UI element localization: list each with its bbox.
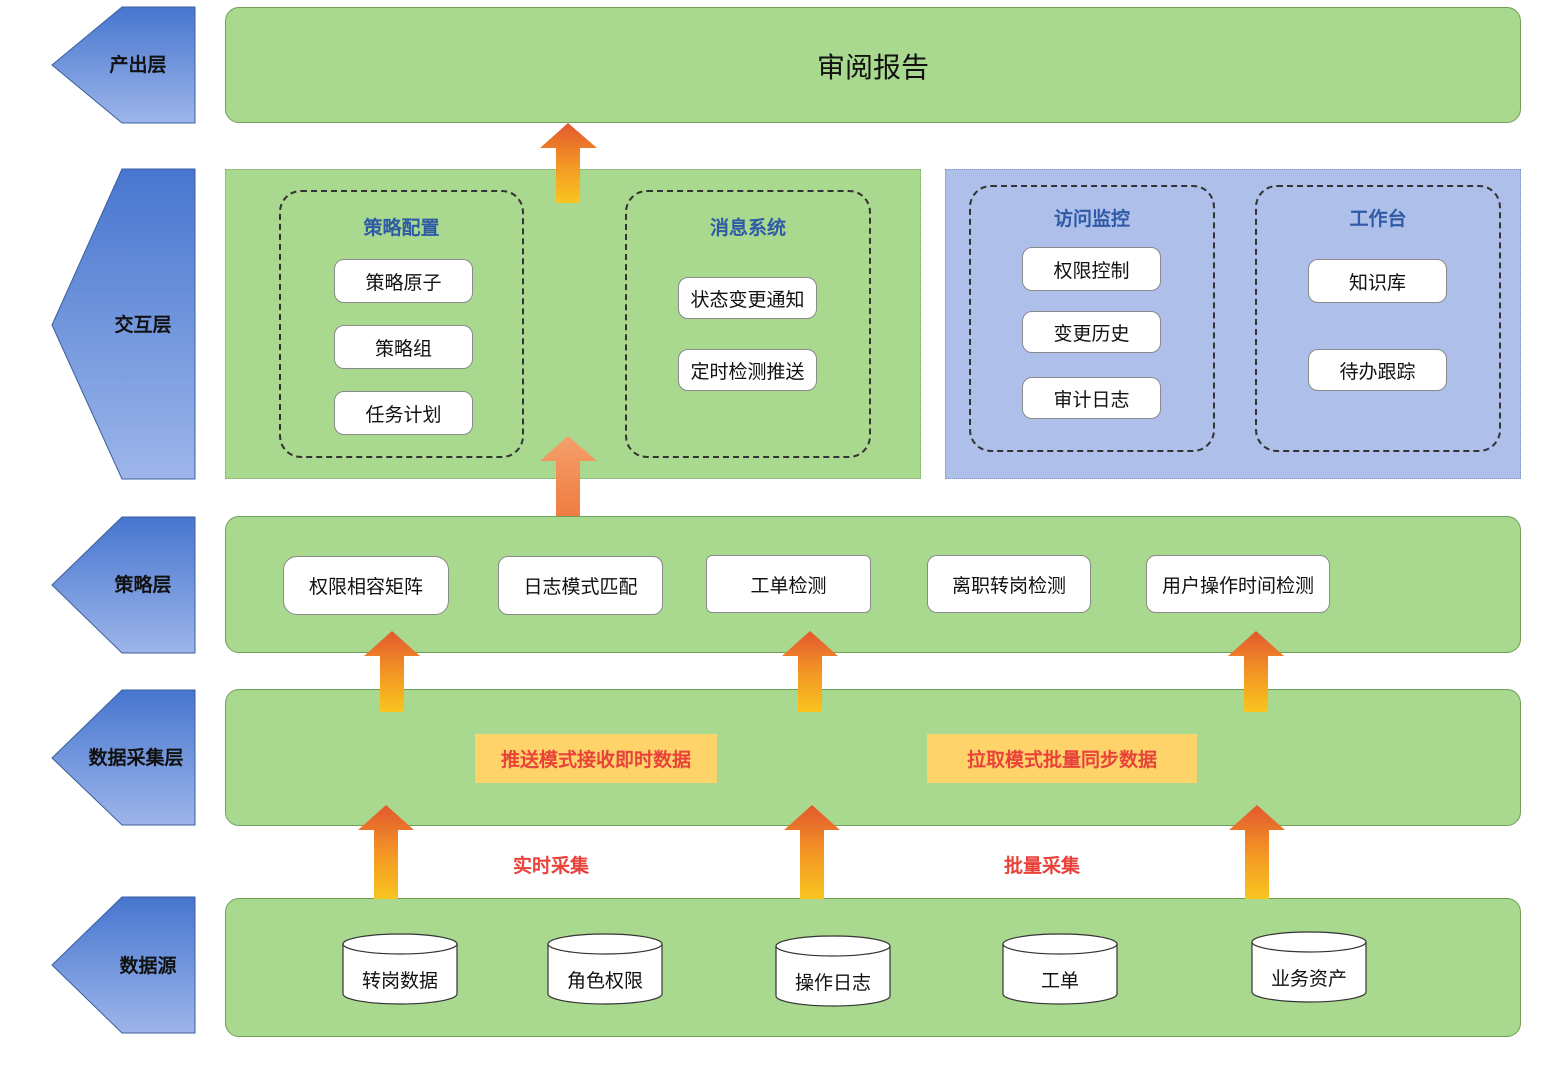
cylinder-work-order [1002,933,1118,1005]
cylinder-transfer-data [342,933,458,1005]
node-resign-transfer-check: 离职转岗检测 [927,555,1091,613]
push-mode-tag: 推送模式接收即时数据 [475,734,717,783]
node-scheduled-check-push: 定时检测推送 [678,349,817,391]
layer-label-strategy: 策略层 [114,574,172,596]
source-label-transfer-data: 转岗数据 [361,970,438,992]
pull-mode-tag: 拉取模式批量同步数据 [927,734,1197,783]
node-permission-compat-matrix: 权限相容矩阵 [283,556,449,615]
layer-arrow-output [51,6,196,124]
up-arrow-to-report [540,123,597,203]
source-label-work-order: 工单 [1040,970,1079,992]
node-todo-tracking: 待办跟踪 [1308,349,1447,391]
group-workbench [1255,185,1501,452]
review-report-title: 审阅报告 [816,51,929,84]
layer-arrow-strategy [51,516,196,654]
layer-label-output: 产出层 [109,54,167,76]
up-arrow-source-3 [1229,805,1285,899]
layer-arrow-source [51,896,196,1034]
up-arrow-to-interaction [540,436,597,516]
source-label-role-permission: 角色权限 [566,970,643,992]
node-log-pattern-match: 日志模式匹配 [498,556,663,615]
up-arrow-collect-2 [782,631,838,712]
node-task-plan: 任务计划 [334,391,473,435]
collection-band [225,689,1521,826]
group-title-strategy-config: 策略配置 [363,217,440,239]
source-label-operation-log: 操作日志 [794,972,871,994]
node-strategy-group: 策略组 [334,325,473,369]
up-arrow-source-2 [784,805,840,899]
cylinder-role-permission [547,933,663,1005]
source-label-business-asset: 业务资产 [1270,968,1347,990]
batch-collect-label: 批量采集 [1004,855,1081,877]
up-arrow-collect-1 [364,631,420,712]
layer-label-interaction: 交互层 [114,314,172,336]
layer-label-source: 数据源 [119,955,177,977]
node-change-history: 变更历史 [1022,311,1161,353]
cylinder-operation-log [775,935,891,1007]
layer-arrows [51,6,196,1034]
node-permission-control: 权限控制 [1022,247,1161,291]
output-band [225,7,1521,123]
layer-label-collection: 数据采集层 [88,747,184,769]
group-title-workbench: 工作台 [1349,208,1407,230]
layer-arrow-collection [51,689,196,826]
group-message-system [625,190,871,458]
node-knowledge-base: 知识库 [1308,259,1447,303]
group-title-access-monitor: 访问监控 [1053,208,1130,230]
group-access-monitor [969,185,1215,452]
layer-arrow-interaction [51,168,196,480]
node-work-order-check: 工单检测 [706,555,871,613]
group-title-message-system: 消息系统 [709,217,786,239]
node-user-op-time-check: 用户操作时间检测 [1146,555,1330,613]
node-audit-log: 审计日志 [1022,377,1161,419]
realtime-collect-label: 实时采集 [513,855,590,877]
node-strategy-atom: 策略原子 [334,259,473,303]
group-strategy-config [279,190,524,458]
node-status-change-notice: 状态变更通知 [678,277,817,319]
up-arrow-collect-3 [1228,631,1284,712]
cylinder-business-asset [1251,931,1367,1003]
up-arrow-source-1 [358,805,414,899]
